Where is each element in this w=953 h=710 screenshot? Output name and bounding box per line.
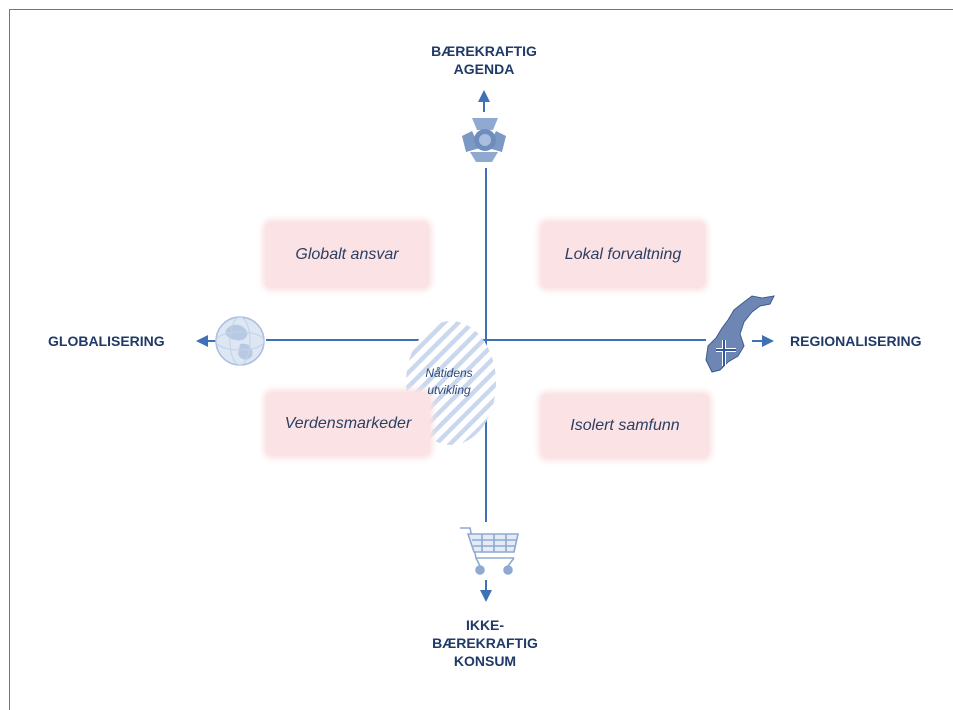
quadrant-bottom-left: Verdensmarkeder	[266, 392, 430, 456]
globe-icon	[215, 316, 265, 366]
quadrant-bottom-right: Isolert samfunn	[541, 394, 709, 458]
center-label-line2: utvikling	[427, 383, 471, 397]
axis-label-top: BÆREKRAFTIG AGENDA	[431, 43, 537, 77]
quadrant-top-left: Globalt ansvar	[265, 222, 429, 288]
quadrant-top-left-label: Globalt ansvar	[295, 246, 399, 263]
quadrant-bottom-right-label: Isolert samfunn	[570, 417, 680, 434]
axis-label-right: REGIONALISERING	[790, 333, 922, 349]
axis-label-bottom: IKKE-BÆREKRAFTIG KONSUM	[432, 617, 538, 669]
quadrant-top-right-label: Lokal forvaltning	[564, 246, 682, 263]
center-label: Nåtidens utvikling	[408, 365, 490, 399]
diagram-frame	[9, 9, 953, 710]
norway-map-icon	[705, 295, 775, 373]
shopping-cart-icon	[460, 527, 519, 575]
center-label-line1: Nåtidens	[425, 366, 473, 380]
axis-label-left: GLOBALISERING	[48, 333, 165, 349]
recycle-icon	[462, 118, 506, 162]
quadrant-top-right: Lokal forvaltning	[541, 222, 705, 288]
axes-diagram	[196, 90, 775, 602]
quadrant-bottom-left-label: Verdensmarkeder	[284, 415, 412, 432]
